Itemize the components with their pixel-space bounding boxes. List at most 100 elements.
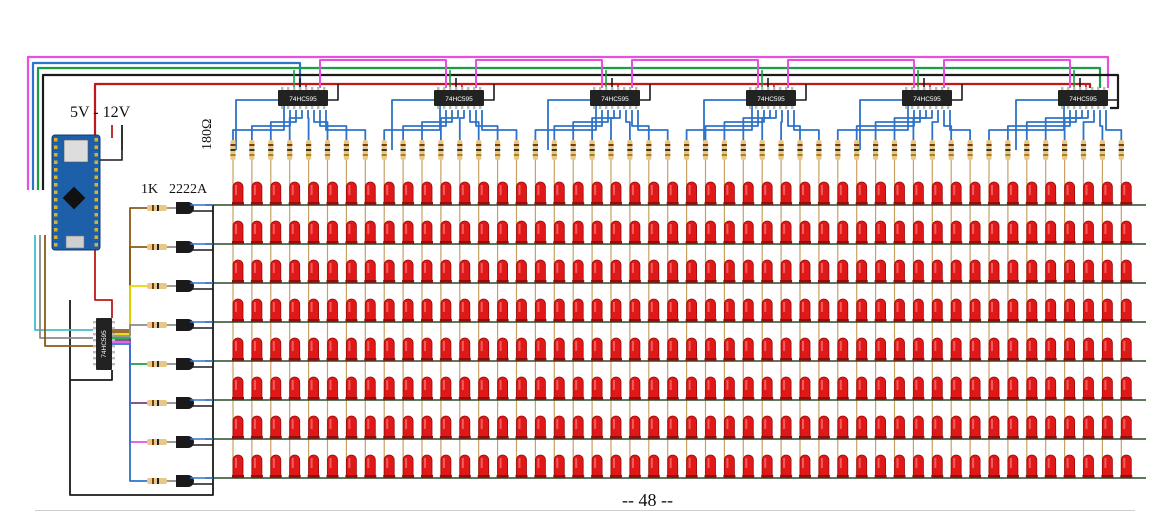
led-icon xyxy=(836,337,849,361)
led-rim xyxy=(1120,202,1133,205)
led-rim xyxy=(666,319,679,322)
led-highlight xyxy=(235,263,237,273)
led-rim xyxy=(969,202,982,205)
resistor-band xyxy=(1024,144,1030,146)
ic-pin xyxy=(761,106,764,109)
led-rim xyxy=(912,319,925,322)
led-icon xyxy=(799,259,811,283)
resistor-band xyxy=(608,149,614,151)
led-icon xyxy=(250,298,263,322)
led-rim xyxy=(685,241,698,244)
led-rim xyxy=(761,397,774,400)
led-body xyxy=(913,259,924,282)
led-icon xyxy=(534,376,547,400)
led-rim xyxy=(761,280,774,283)
led-highlight xyxy=(442,341,445,351)
led-highlight xyxy=(461,341,464,351)
led-highlight xyxy=(783,185,786,195)
led-rim xyxy=(364,319,377,322)
led-rim xyxy=(1006,241,1019,244)
led-highlight xyxy=(310,380,313,390)
ic-pin xyxy=(947,87,950,90)
led-rim xyxy=(383,280,396,283)
led-highlight xyxy=(953,185,956,195)
led-highlight xyxy=(348,341,351,351)
led-body xyxy=(818,454,830,477)
led-body xyxy=(667,376,679,399)
led-icon xyxy=(269,220,282,244)
led-highlight xyxy=(631,419,634,429)
led-highlight xyxy=(1028,302,1031,312)
resistor-band xyxy=(608,154,614,156)
led-body xyxy=(875,259,886,282)
led-body xyxy=(516,259,527,282)
resistor-band xyxy=(152,478,154,484)
resistor-band xyxy=(778,149,784,151)
led-body xyxy=(1120,415,1132,438)
resistor-band xyxy=(1080,144,1087,146)
led-body xyxy=(402,259,414,282)
led-rim xyxy=(931,358,944,361)
led-rim xyxy=(666,358,679,361)
led-rim xyxy=(1082,241,1095,244)
led-body xyxy=(232,454,244,477)
led-body xyxy=(497,415,508,438)
led-icon xyxy=(269,337,282,361)
led-icon xyxy=(610,298,622,322)
led-body xyxy=(837,259,849,282)
resistor-band xyxy=(152,400,154,406)
led-rim xyxy=(855,280,868,283)
led-rim xyxy=(723,358,736,361)
led-icon xyxy=(931,415,944,439)
ic-pin xyxy=(629,87,632,90)
led-icon xyxy=(1006,298,1019,322)
led-rim xyxy=(836,319,849,322)
led-rim xyxy=(458,475,471,478)
led-icon xyxy=(685,337,698,361)
led-icon xyxy=(704,259,717,283)
resistor-band xyxy=(665,154,671,156)
led-body xyxy=(969,220,981,243)
resistor-band xyxy=(835,144,841,146)
led-icon xyxy=(326,298,339,322)
led-rim xyxy=(383,436,396,439)
led-icon xyxy=(742,298,755,322)
led-icon xyxy=(969,259,982,283)
column-resistor-label: 180Ω xyxy=(200,118,215,150)
led-rim xyxy=(250,280,263,283)
resistor-band xyxy=(702,149,709,151)
led-highlight xyxy=(1104,185,1107,195)
led-highlight xyxy=(650,224,653,234)
led-icon xyxy=(572,415,585,439)
led-icon xyxy=(307,220,320,244)
led-body xyxy=(1045,220,1057,243)
led-highlight xyxy=(253,185,256,195)
resistor-band xyxy=(152,322,154,328)
led-rim xyxy=(421,436,433,439)
led-icon xyxy=(610,454,622,478)
column-shift-register-4: 74HC595 xyxy=(746,87,796,109)
led-icon xyxy=(307,298,320,322)
led-rim xyxy=(496,397,509,400)
led-highlight xyxy=(1104,380,1107,390)
led-body xyxy=(251,376,263,399)
led-rim xyxy=(269,397,282,400)
ic-pin xyxy=(935,87,938,90)
led-body xyxy=(969,415,981,438)
led-highlight xyxy=(1104,341,1107,351)
led-rim xyxy=(628,436,641,439)
led-rim xyxy=(893,202,906,205)
led-icon xyxy=(364,337,377,361)
led-icon xyxy=(666,454,679,478)
led-icon xyxy=(383,181,396,205)
led-body xyxy=(1083,181,1094,204)
led-icon xyxy=(572,454,585,478)
ic-pin xyxy=(93,333,96,336)
led-rim xyxy=(515,436,528,439)
led-rim xyxy=(288,475,301,478)
led-rim xyxy=(1120,436,1133,439)
led-rim xyxy=(1120,241,1133,244)
resistor-band xyxy=(570,149,576,151)
wire-data xyxy=(36,66,1102,190)
led-body xyxy=(742,220,754,243)
